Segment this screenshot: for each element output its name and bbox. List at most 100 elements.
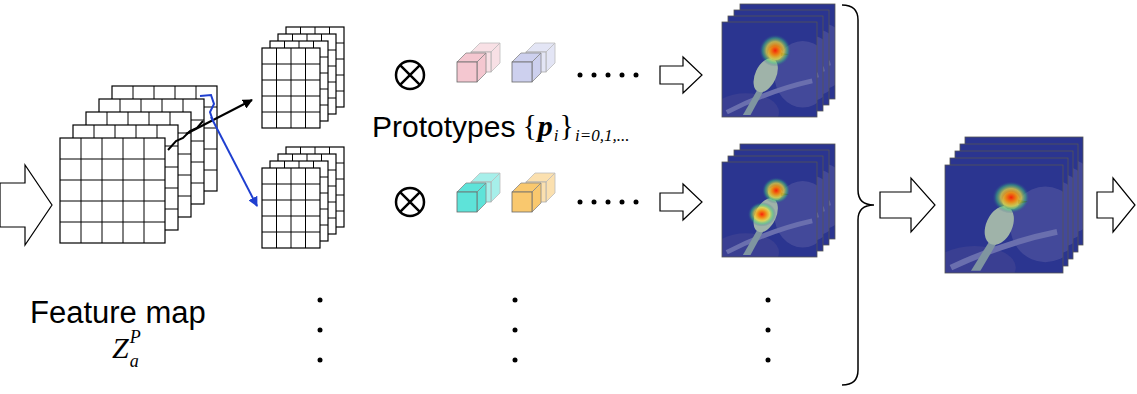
- feature-map-stack: [60, 138, 165, 243]
- heatmap-stack: [743, 229, 764, 256]
- hollow-arrow: [880, 178, 935, 232]
- ellipsis-dots: [766, 298, 771, 303]
- feature-group-stack: [262, 48, 320, 128]
- prototype-cube: [457, 192, 477, 212]
- prototype-cube: [477, 183, 486, 212]
- merged-heatmap-stack: [955, 151, 1073, 259]
- prototype-symbol: p: [538, 109, 553, 142]
- channel-arrow: [186, 100, 252, 134]
- ellipsis-dots: [513, 358, 518, 363]
- prototype-cube: [512, 53, 541, 82]
- label-holder: {: [522, 110, 536, 140]
- tensor-product-symbol: [396, 188, 424, 216]
- ellipsis-dots: [620, 73, 625, 78]
- heatmap-stack: [722, 22, 817, 117]
- merged-heatmap-stack: [945, 165, 1063, 273]
- ellipsis-dots: [318, 298, 323, 363]
- feature-map-stack: [60, 138, 165, 243]
- math-symbol: Z: [112, 331, 129, 364]
- feature-map-stack: [60, 138, 165, 243]
- feature-map-stack: [60, 86, 217, 243]
- prototype-cube: [532, 183, 541, 212]
- feature-map-label: Feature map: [30, 295, 206, 330]
- merged-heatmap-stack: [992, 181, 1030, 213]
- ellipsis-dots: [606, 73, 611, 78]
- channel-arrow: [211, 117, 257, 206]
- heatmap-stack: [722, 162, 817, 257]
- ellipsis-dots: [578, 200, 583, 205]
- ellipsis-dots: [318, 298, 323, 303]
- heatmap-stack: [759, 34, 791, 66]
- feature-group-stack: [262, 48, 320, 128]
- ellipsis-dots: [620, 200, 625, 205]
- label-holder: }: [560, 110, 574, 140]
- hollow-arrow: [1097, 178, 1135, 232]
- prototype-cube: [512, 43, 555, 82]
- label-holder: Z: [112, 333, 129, 363]
- label-holder: Prototypes: [372, 112, 515, 142]
- prototype-cube: [457, 53, 486, 82]
- feature-group-stack: [262, 168, 320, 248]
- ellipsis-dots: [513, 298, 518, 303]
- ellipsis-dots: [513, 298, 518, 363]
- prototype-cube: [457, 183, 486, 212]
- heatmap-stack: [748, 202, 777, 227]
- feature-group-stack: [262, 48, 320, 128]
- hollow-arrow: [660, 184, 702, 220]
- tensor-product-symbol: [396, 61, 424, 89]
- label-holder: P: [130, 328, 141, 346]
- ellipsis-dots: [592, 200, 597, 205]
- merged-heatmap-stack: [933, 137, 1101, 289]
- label-holder: i: [554, 127, 559, 144]
- ellipsis-dots: [766, 298, 771, 363]
- ellipsis-dots: [578, 200, 639, 205]
- superscript: P: [130, 327, 141, 347]
- tensor-product-symbol: [396, 61, 424, 89]
- prototype-cube: [457, 43, 500, 82]
- hollow-arrow: [660, 57, 702, 93]
- prototype-cube: [532, 53, 541, 82]
- label-holder: i=0,1,...: [575, 127, 629, 144]
- brace: {: [522, 108, 536, 141]
- feature-group-stack: [262, 168, 320, 248]
- label-holder: a: [130, 352, 139, 370]
- prototype-cube: [491, 173, 500, 202]
- ellipsis-dots: [578, 73, 639, 78]
- prototype-cube: [477, 53, 486, 82]
- prototype-cube: [512, 62, 532, 82]
- channel-bracket: [168, 121, 203, 150]
- heatmap-stack: [722, 22, 817, 117]
- feature-group-stack: [262, 27, 344, 128]
- tensor-product-symbol: [400, 65, 420, 85]
- prototypes-label: Prototypes: [372, 110, 515, 143]
- prototype-cube: [457, 62, 477, 82]
- heatmap-stack: [743, 89, 764, 116]
- heatmap-stack: [762, 177, 791, 204]
- heatmap-stack: [713, 144, 850, 271]
- prototype-cube: [491, 43, 500, 72]
- merged-heatmap-stack: [971, 241, 997, 271]
- prototype-cube: [457, 173, 500, 212]
- subscript: i: [554, 126, 559, 145]
- label-holder: p: [538, 111, 553, 141]
- prototype-cube: [512, 173, 555, 212]
- ellipsis-dots: [634, 73, 639, 78]
- prototype-cube: [512, 192, 532, 212]
- merged-heatmap-stack: [945, 165, 1063, 273]
- ellipsis-dots: [634, 200, 639, 205]
- ellipsis-dots: [606, 200, 611, 205]
- subscript: a: [130, 351, 139, 371]
- prototype-cube: [546, 173, 555, 202]
- hollow-arrow: [0, 165, 52, 245]
- tensor-product-symbol: [400, 192, 420, 212]
- index-range: i=0,1,...: [575, 126, 629, 145]
- heatmap-stack: [713, 4, 850, 131]
- feature-group-stack: [262, 147, 344, 248]
- ellipsis-dots: [318, 328, 323, 333]
- ellipsis-dots: [766, 328, 771, 333]
- prototype-cube: [512, 183, 541, 212]
- ellipsis-dots: [766, 358, 771, 363]
- heatmap-stack: [722, 162, 817, 257]
